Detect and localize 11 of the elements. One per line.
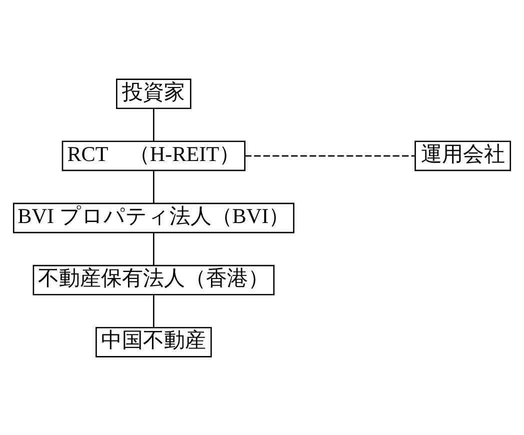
connector bbox=[244, 154, 416, 156]
node-box: 投資家 bbox=[116, 78, 192, 108]
connector bbox=[153, 108, 154, 141]
node-box: 不動産保有法人（香港） bbox=[32, 264, 275, 295]
node-box: 中国不動産 bbox=[96, 326, 212, 357]
node-box: RCT （H-REIT） bbox=[62, 140, 246, 171]
node-box: 運用会社 bbox=[414, 140, 512, 171]
connector bbox=[153, 170, 154, 203]
connector bbox=[153, 294, 154, 328]
node-box: BVI プロパティ法人（BVI） bbox=[12, 202, 294, 233]
connector bbox=[153, 232, 154, 265]
